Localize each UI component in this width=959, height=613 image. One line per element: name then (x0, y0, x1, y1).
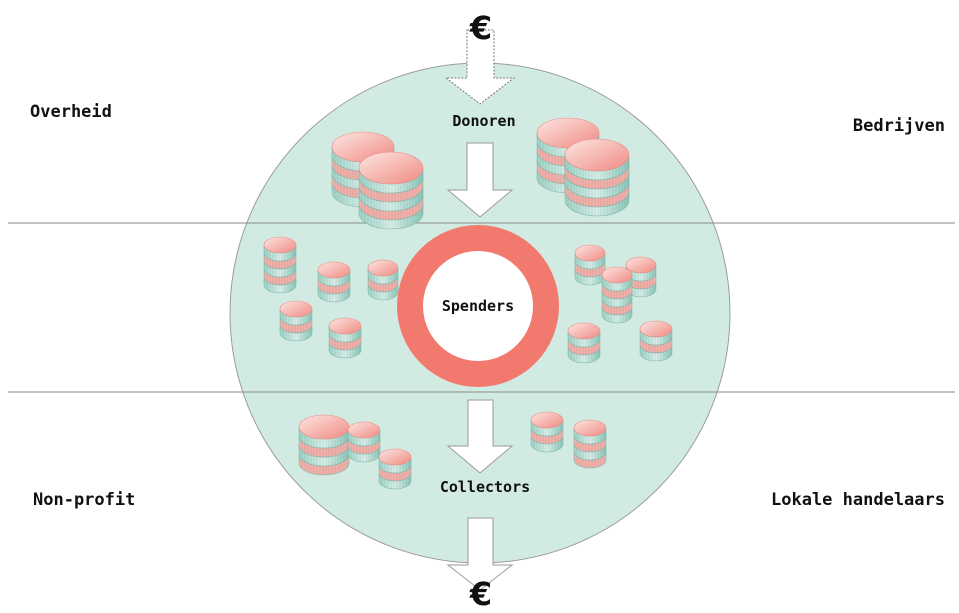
coin-top (379, 449, 411, 465)
coin-stack (602, 267, 632, 323)
lokale-handelaars-label: Lokale handelaars (771, 490, 945, 510)
coin-top (602, 267, 632, 283)
donoren-label: Donoren (452, 112, 515, 130)
non-profit-label: Non-profit (33, 490, 135, 510)
coin-top (348, 422, 380, 438)
coin-top (626, 257, 656, 273)
coin-top (329, 318, 361, 334)
coin-stack (280, 301, 312, 341)
spenders-label: Spenders (442, 297, 514, 315)
euro-symbol-bottom: € (469, 575, 492, 608)
coin-top (531, 412, 563, 428)
coin-top (575, 245, 605, 261)
coin-top (299, 415, 349, 439)
coin-stack (359, 152, 423, 229)
coin-stack (565, 139, 629, 216)
coin-stack (299, 415, 349, 475)
coin-stack (379, 449, 411, 489)
coin-top (568, 323, 600, 339)
coin-stack (640, 321, 672, 361)
coin-stack (575, 245, 605, 285)
overheid-label: Overheid (30, 102, 112, 122)
coin-top (574, 420, 606, 436)
coin-top (264, 237, 296, 253)
coin-top (280, 301, 312, 317)
coin-top (318, 262, 350, 278)
collectors-label: Collectors (440, 478, 530, 496)
coin-stack (264, 237, 296, 293)
bedrijven-label: Bedrijven (853, 116, 945, 136)
coin-stack (318, 262, 350, 302)
coin-stack (574, 420, 606, 468)
coin-top (640, 321, 672, 337)
coin-stack (329, 318, 361, 358)
coin-top (565, 139, 629, 171)
euro-symbol-top: € (469, 9, 492, 47)
coin-stack (531, 412, 563, 452)
coin-stack (368, 260, 398, 300)
coin-top (368, 260, 398, 276)
coin-stack (348, 422, 380, 462)
coin-top (359, 152, 423, 184)
coin-stack (568, 323, 600, 363)
